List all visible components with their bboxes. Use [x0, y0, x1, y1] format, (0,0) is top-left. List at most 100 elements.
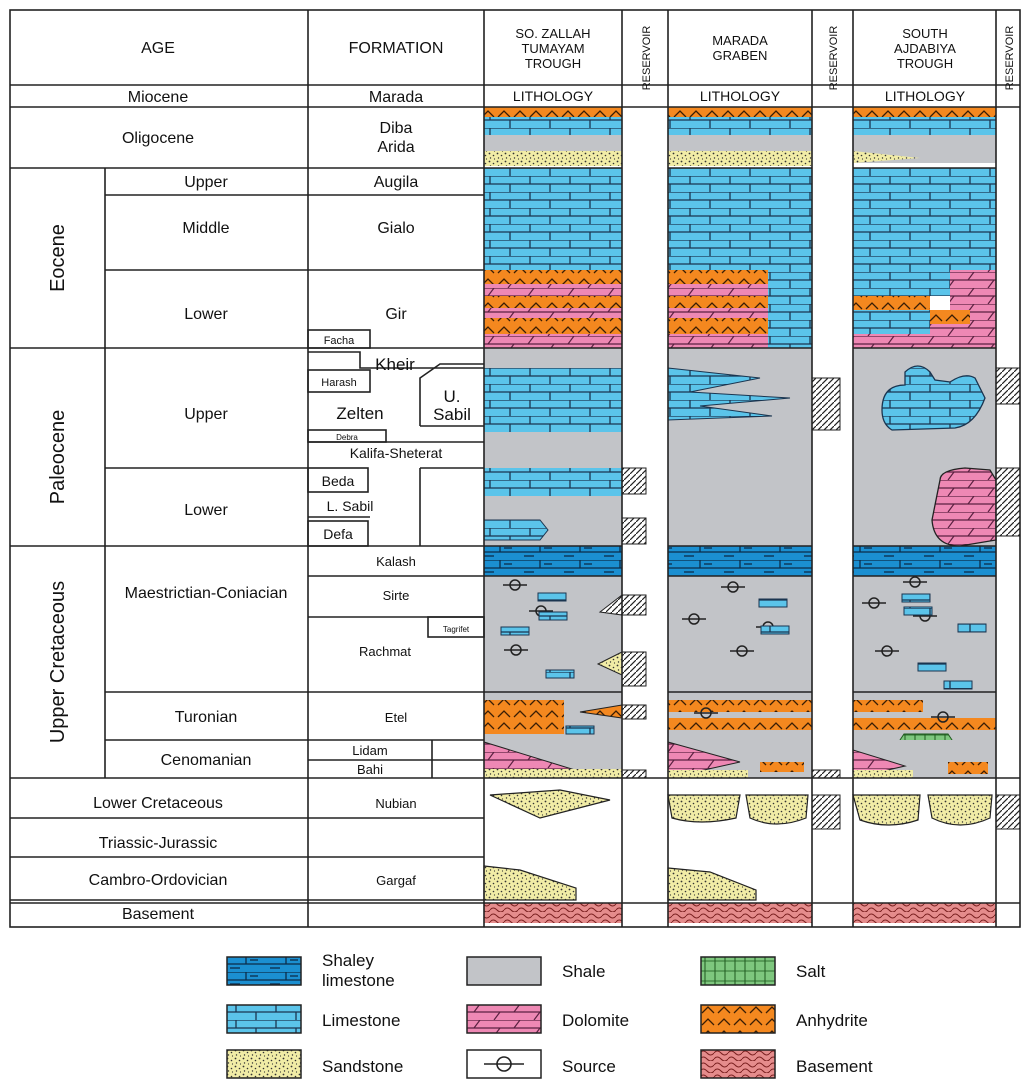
- source-symbol: [682, 613, 706, 625]
- source-symbol: [875, 645, 899, 657]
- formation-diba: Diba: [380, 120, 413, 137]
- age-cambro-ordovician: Cambro-Ordovician: [89, 872, 228, 889]
- source-symbol: [503, 579, 527, 591]
- legend-swatch-shaley-limestone: [226, 956, 302, 986]
- lithology-columns: [483, 107, 1021, 923]
- formation-labels: Marada Diba Arida Augila Gialo Gir Facha…: [321, 89, 471, 888]
- section-3-lithology-label: LITHOLOGY: [885, 88, 966, 104]
- section-3-reservoir-label: RESERVOIR: [1004, 26, 1016, 91]
- section-3-title-line-3: TROUGH: [897, 56, 953, 71]
- formation-harash: Harash: [321, 377, 356, 389]
- formation-header: FORMATION: [349, 40, 444, 57]
- legend-swatch-anhydrite: [700, 1004, 776, 1034]
- legend-label-source: Source: [562, 1057, 616, 1076]
- section-1-title-line-1: SO. ZALLAH: [515, 26, 590, 41]
- section-1-reservoir-label: RESERVOIR: [641, 26, 653, 91]
- legend-swatch-basement: [700, 1049, 776, 1079]
- age-miocene: Miocene: [128, 89, 189, 106]
- age-basement: Basement: [122, 906, 195, 923]
- chart-grid: [9, 9, 1021, 928]
- legend-label-salt: Salt: [796, 962, 826, 981]
- formation-sirte: Sirte: [383, 588, 410, 603]
- age-triassic-jurassic: Triassic-Jurassic: [99, 835, 218, 852]
- source-symbol: [931, 711, 955, 723]
- section-3-title-line-2: AJDABIYA: [894, 41, 956, 56]
- age-lower-cretaceous: Lower Cretaceous: [93, 795, 223, 812]
- section-3-title-line-1: SOUTH: [902, 26, 948, 41]
- limestone-lens: [917, 662, 947, 672]
- formation-beda: Beda: [322, 473, 355, 489]
- section-1-lithology-label: LITHOLOGY: [513, 88, 594, 104]
- chart-header: AGE FORMATION SO. ZALLAH TUMAYAM TROUGH …: [141, 26, 1016, 104]
- age-eocene-upper: Upper: [184, 174, 228, 191]
- formation-augila: Augila: [374, 174, 419, 191]
- formation-zelten: Zelten: [336, 404, 383, 423]
- age-paleocene-upper: Upper: [184, 406, 228, 423]
- formation-debra: Debra: [336, 433, 358, 442]
- formation-gargaf: Gargaf: [376, 873, 416, 888]
- formation-kalifa-sheterat: Kalifa-Sheterat: [350, 445, 443, 461]
- formation-arida: Arida: [377, 139, 414, 156]
- source-symbol: [730, 645, 754, 657]
- legend-label-shaley-limestone-2: limestone: [322, 971, 395, 990]
- limestone-lens: [957, 623, 987, 633]
- legend-label-basement: Basement: [796, 1057, 873, 1076]
- age-oligocene: Oligocene: [122, 130, 194, 147]
- legend-swatch-source: [466, 1049, 542, 1079]
- formation-u-sabil-2: Sabil: [433, 405, 471, 424]
- limestone-lens: [903, 606, 933, 616]
- limestone-lens: [901, 593, 931, 603]
- source-symbol: [721, 581, 745, 593]
- legend-label-dolomite: Dolomite: [562, 1011, 630, 1030]
- age-labels: Miocene Oligocene Upper Middle Lower Upp…: [89, 89, 288, 923]
- limestone-lens: [760, 625, 790, 635]
- legend-swatch-shale: [466, 956, 542, 986]
- formation-etel: Etel: [385, 710, 408, 725]
- formation-facha: Facha: [324, 335, 355, 347]
- legend-label-sandstone: Sandstone: [322, 1057, 404, 1076]
- formation-u-sabil-1: U.: [444, 387, 461, 406]
- legend-swatch-dolomite: [466, 1004, 542, 1034]
- formation-kheir: Kheir: [375, 355, 415, 374]
- legend-swatch-sandstone: [226, 1049, 302, 1079]
- formation-defa: Defa: [323, 526, 353, 542]
- legend-swatch-limestone: [226, 1004, 302, 1034]
- formation-gialo: Gialo: [377, 220, 414, 237]
- source-rock-symbols: [500, 576, 987, 735]
- source-symbol: [862, 597, 886, 609]
- limestone-lens: [943, 680, 973, 690]
- formation-tagrifet: Tagrifet: [443, 625, 470, 634]
- limestone-lens: [758, 598, 788, 608]
- legend-label-anhydrite: Anhydrite: [796, 1011, 868, 1030]
- section-2-lithology-label: LITHOLOGY: [700, 88, 781, 104]
- formation-bahi: Bahi: [357, 762, 383, 777]
- age-header: AGE: [141, 40, 175, 57]
- age-cenomanian: Cenomanian: [161, 752, 252, 769]
- age-paleocene-lower: Lower: [184, 502, 228, 519]
- section-1-title-line-2: TUMAYAM: [521, 41, 584, 56]
- limestone-lens: [545, 669, 575, 679]
- source-symbol: [694, 707, 718, 719]
- limestone-lens: [500, 626, 530, 636]
- period-labels: Eocene Paleocene Upper Cretaceous: [47, 224, 69, 743]
- legend-label-shale: Shale: [562, 962, 606, 981]
- legend-label-shaley-limestone-1: Shaley: [322, 951, 374, 970]
- period-upper-cretaceous: Upper Cretaceous: [47, 581, 69, 743]
- source-symbol: [903, 576, 927, 588]
- section-1-title-line-3: TROUGH: [525, 56, 581, 71]
- period-eocene: Eocene: [47, 224, 69, 292]
- legend-swatch-salt: [700, 956, 776, 986]
- section-2-title-line-2: GRABEN: [713, 48, 768, 63]
- formation-rachmat: Rachmat: [359, 644, 411, 659]
- limestone-lens: [565, 725, 595, 735]
- age-turonian: Turonian: [175, 709, 238, 726]
- section-2-reservoir-label: RESERVOIR: [828, 26, 840, 91]
- period-paleocene: Paleocene: [47, 410, 69, 505]
- legend-label-limestone: Limestone: [322, 1011, 401, 1030]
- formation-lidam: Lidam: [352, 743, 387, 758]
- formation-nubian: Nubian: [375, 796, 416, 811]
- source-symbol: [504, 644, 528, 656]
- age-eocene-middle: Middle: [182, 220, 229, 237]
- formation-kalash: Kalash: [376, 554, 416, 569]
